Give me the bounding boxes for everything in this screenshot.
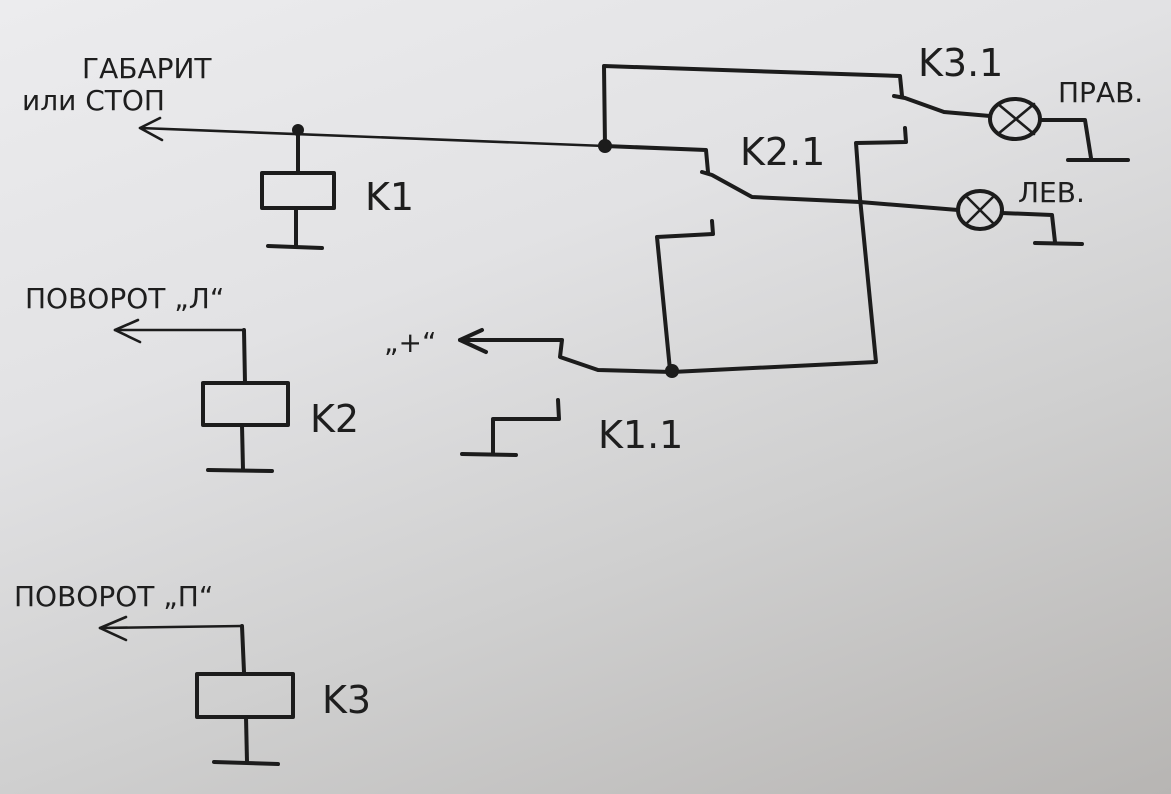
contact-k3-1-label: K3.1: [918, 41, 1003, 85]
k3-1-feed-wire: [602, 64, 904, 148]
relay-k1-label: K1: [365, 175, 414, 219]
arrow-left-icon: [458, 328, 488, 354]
lamp-left-icon: [956, 189, 1004, 231]
relay-k3-coil: [195, 672, 295, 719]
relay-k2: ПОВОРОТ „Л“ K2: [25, 282, 359, 473]
k2-1-nc-contact: [655, 219, 715, 372]
k3-1-nc-contact: [854, 126, 908, 200]
contact-k1-1-label: K1.1: [598, 413, 683, 457]
plus-wire: [458, 196, 878, 374]
relay-k2-label: K2: [310, 397, 359, 441]
parking-brake-input: ГАБАРИТ или СТОП: [22, 52, 612, 153]
contact-k3-1: K3.1: [602, 41, 1003, 200]
junction-dot: [665, 364, 679, 378]
ground-icon: [460, 452, 518, 457]
contact-k2-1-label: K2.1: [740, 130, 825, 174]
relay-k1: K1: [260, 128, 414, 250]
lamp-right-ground-lead: [1038, 118, 1093, 160]
ground-icon: [206, 468, 274, 473]
arrow-left-icon: [138, 116, 164, 142]
relay-k2-coil: [201, 381, 290, 427]
arrow-left-icon: [98, 615, 128, 642]
k3-1-switch-arm: [892, 94, 992, 118]
k2-1-switch-arm: [700, 170, 960, 212]
parking-brake-wire: [138, 126, 607, 148]
relay-k3: ПОВОРОТ „П“ K3: [14, 580, 371, 766]
k2-1-feed-wire: [603, 144, 710, 174]
relay-k1-coil: [260, 171, 336, 210]
ground-icon: [212, 760, 280, 766]
brake-label: или СТОП: [22, 84, 165, 117]
relay-k3-lead: [240, 624, 246, 674]
relay-k2-ground-lead: [240, 423, 245, 472]
lamp-left-cross: [964, 194, 996, 226]
lamp-right-label: ПРАВ.: [1058, 76, 1143, 109]
relay-k3-label: K3: [322, 678, 371, 722]
lamp-right: ПРАВ.: [988, 76, 1143, 162]
lamp-right-cross: [996, 102, 1036, 136]
parking-label: ГАБАРИТ: [82, 52, 212, 85]
turn-left-label: ПОВОРОТ „Л“: [25, 282, 224, 315]
lamp-left: ЛЕВ.: [956, 176, 1085, 246]
lamp-left-ground-lead: [1000, 211, 1057, 244]
plus-label: „+“: [384, 326, 436, 359]
relay-k3-ground-lead: [244, 715, 249, 764]
contact-k2-1: K2.1: [603, 130, 960, 372]
ground-icon: [266, 244, 324, 250]
arrow-left-icon: [113, 318, 142, 344]
ground-icon: [1033, 241, 1084, 246]
turn-right-wire: [98, 624, 244, 630]
plus-bus: „+“: [384, 196, 878, 378]
lamp-left-label: ЛЕВ.: [1018, 176, 1085, 209]
relay-k2-lead: [242, 328, 247, 385]
turn-right-label: ПОВОРОТ „П“: [14, 580, 213, 613]
k1-1-contact: [491, 398, 561, 456]
contact-k1-1: K1.1: [460, 398, 683, 457]
